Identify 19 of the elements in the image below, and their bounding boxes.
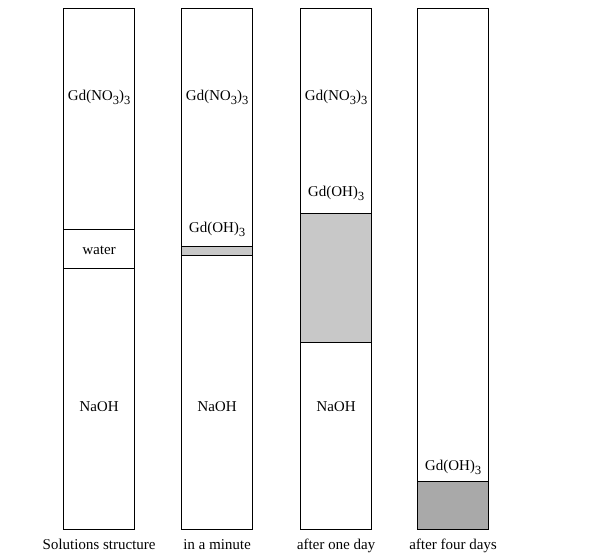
tube-outline [417, 8, 489, 530]
substance-label: Gd(NO$_{3}$)$_{3}$ [186, 87, 248, 109]
substance-label: Gd(NO$_{3}$)$_{3}$ [304, 87, 368, 109]
tube-caption: Solutions structure [42, 537, 156, 554]
substance-label: NaOH [79, 398, 119, 416]
solution-layer [64, 229, 134, 269]
substance-label: Gd(OH)$_{3}$ [188, 219, 246, 241]
tube-outline [181, 8, 253, 530]
substance-label: water [82, 241, 116, 259]
tube-caption: after one day [296, 537, 376, 554]
substance-label: Gd(OH)$_{3}$ [308, 183, 364, 205]
substance-label: NaOH [197, 398, 237, 416]
tube-caption: in a minute [183, 537, 251, 554]
tube-outline [300, 8, 372, 530]
substance-label: Gd(NO$_{3}$)$_{3}$ [68, 87, 130, 109]
substance-label: NaOH [316, 398, 356, 416]
tube-caption: after four days [409, 537, 497, 554]
tube-outline [63, 8, 135, 530]
substance-label: Gd(OH)$_{3}$ [424, 457, 482, 479]
